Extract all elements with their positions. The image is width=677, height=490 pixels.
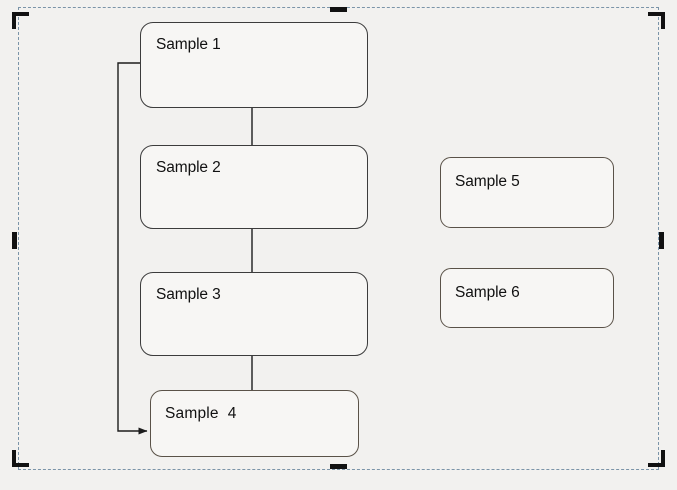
selection-handle-right-middle[interactable] — [659, 232, 664, 249]
node-label: Sample 4 — [165, 405, 237, 422]
flowchart-node-sample-3[interactable]: Sample 3 — [140, 272, 368, 356]
node-label: Sample 2 — [156, 159, 221, 176]
selection-handle-bottom-left[interactable] — [12, 450, 29, 467]
selection-handle-bottom-right[interactable] — [648, 450, 665, 467]
flowchart-node-sample-4[interactable]: Sample 4 — [150, 390, 359, 457]
selection-handle-top-center[interactable] — [330, 7, 347, 12]
connector-feedback-sample1-sample4 — [117, 62, 148, 435]
node-label: Sample 1 — [156, 36, 221, 53]
selection-handle-top-left[interactable] — [12, 12, 29, 29]
selection-handle-top-right[interactable] — [648, 12, 665, 29]
selection-handle-left-middle[interactable] — [12, 232, 17, 249]
node-label: Sample 5 — [455, 173, 520, 190]
selection-handle-bottom-center[interactable] — [330, 464, 347, 469]
node-label: Sample 3 — [156, 286, 221, 303]
flowchart-node-sample-1[interactable]: Sample 1 — [140, 22, 368, 108]
flowchart-node-sample-6[interactable]: Sample 6 — [440, 268, 614, 328]
node-label: Sample 6 — [455, 284, 520, 301]
flowchart-node-sample-2[interactable]: Sample 2 — [140, 145, 368, 229]
flowchart-node-sample-5[interactable]: Sample 5 — [440, 157, 614, 228]
